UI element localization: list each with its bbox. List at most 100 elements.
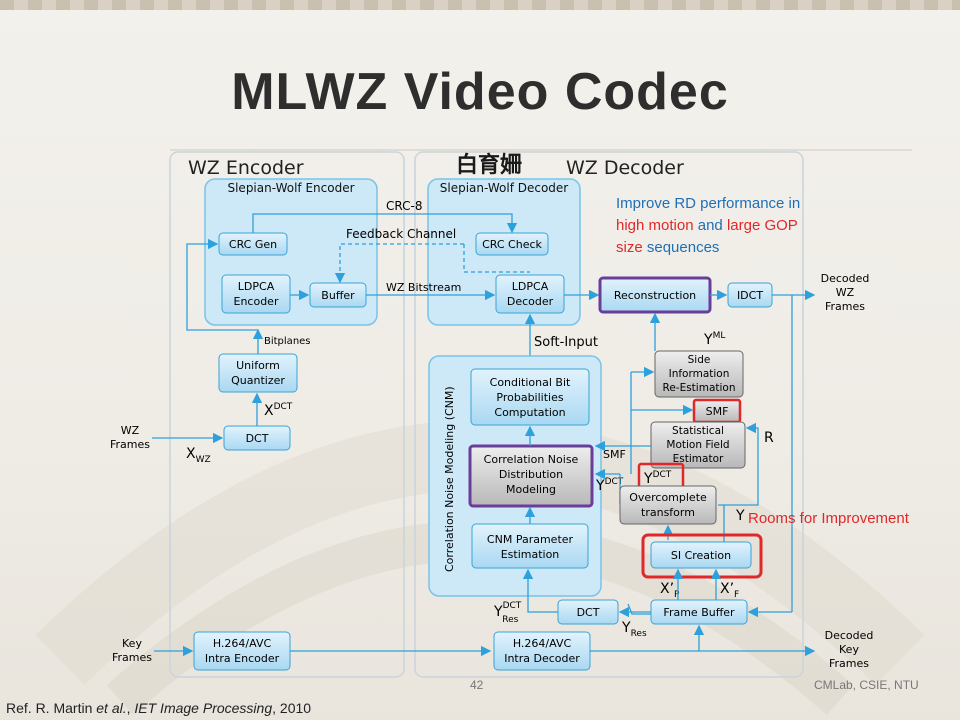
corr-noise-l3: Modeling (506, 483, 556, 496)
decoded-wz-l2: WZ (836, 286, 855, 299)
ldpca-encoder-l2: Encoder (234, 295, 279, 308)
note-size: size (616, 239, 643, 256)
stat-motion-l2: Motion Field (666, 439, 729, 451)
soft-input-label: Soft-Input (534, 335, 598, 350)
crc-gen-label: CRC Gen (229, 238, 277, 251)
stat-motion-box (650, 421, 746, 469)
cnm-title: Correlation Noise Modeling (CNM) (443, 386, 456, 572)
cond-bit-l1: Conditional Bit (490, 376, 571, 389)
yml-label: YML (703, 331, 725, 348)
xp-label: X’P (660, 581, 680, 600)
lab-footer: CMLab, CSIE, NTU (814, 678, 919, 692)
page-number: 42 (470, 678, 484, 692)
xdct-label: XDCT (264, 402, 293, 419)
ydct2-label: YDCT (595, 477, 624, 494)
reconstruction-label: Reconstruction (614, 289, 696, 302)
decoded-wz-l1: Decoded (821, 272, 870, 285)
h264-enc-l1: H.264/AVC (213, 637, 272, 650)
smf-box-label: SMF (706, 405, 729, 418)
cjk-watermark: 白育姍 (456, 153, 523, 178)
side-info-l2: Information (669, 368, 730, 380)
encoder-title: WZ Encoder (188, 157, 304, 179)
cnm-param-l1: CNM Parameter (487, 533, 574, 546)
note-and: and (693, 217, 727, 234)
key-frames-l1: Key (122, 637, 142, 650)
decoded-key-l3: Frames (829, 657, 869, 670)
overcomplete-l1: Overcomplete (629, 491, 707, 504)
ref-prefix: Ref. R. Martin (6, 700, 97, 716)
note-high-motion: high motion (616, 217, 694, 234)
ydct-label: YDCT (643, 470, 672, 487)
ref-middle: , (126, 700, 135, 716)
feedback-label: Feedback Channel (346, 227, 456, 241)
wz-frames-l2: Frames (110, 438, 150, 451)
improvement-note: Improve RD performance in high motion an… (616, 193, 856, 259)
r-label: R (764, 430, 774, 446)
buffer-label: Buffer (321, 289, 355, 302)
decoder-dct-label: DCT (577, 606, 600, 619)
slide-title: MLWZ Video Codec (231, 63, 729, 121)
cond-bit-l3: Computation (494, 406, 565, 419)
quantizer-l2: Quantizer (231, 374, 285, 387)
ref-etal: et al. (96, 700, 127, 716)
side-info-box (654, 350, 744, 398)
crc8-label: CRC-8 (386, 199, 422, 213)
si-creation-highlight (641, 533, 763, 579)
reference-footer: Ref. R. Martin et al., IET Image Process… (6, 700, 311, 716)
cnm-param-l2: Estimation (501, 548, 560, 561)
decoded-key-l1: Decoded (825, 629, 874, 642)
side-info-l1: Side (688, 354, 711, 366)
yres-label: YRes (621, 620, 647, 639)
corr-noise-l1: Correlation Noise (484, 453, 579, 466)
bitplanes-label: Bitplanes (264, 336, 311, 347)
ref-journal: IET Image Processing (134, 700, 273, 716)
h264-dec-l2: Intra Decoder (504, 652, 580, 665)
y-label: Y (735, 508, 745, 524)
wz-frames-l1: WZ (121, 424, 140, 437)
xf-label: X’F (720, 581, 739, 600)
si-creation-label: SI Creation (671, 549, 731, 562)
stat-motion-l1: Statistical (672, 425, 724, 437)
frame-buffer-label: Frame Buffer (663, 606, 735, 619)
encoder-frame (169, 151, 405, 678)
overcomplete-box (619, 485, 717, 525)
si-creation-box (650, 541, 752, 569)
decoder-title: WZ Decoder (566, 157, 684, 179)
decoded-key-l2: Key (839, 643, 859, 656)
note-sequences: sequences (642, 239, 720, 256)
h264-enc-l2: Intra Encoder (205, 652, 280, 665)
top-band (0, 0, 960, 10)
overcomplete-l2: transform (641, 506, 695, 519)
decoded-wz-l3: Frames (825, 300, 865, 313)
decoder-frame (414, 151, 804, 678)
cnm-param-box (471, 523, 589, 569)
crc-check-label: CRC Check (482, 238, 542, 251)
ldpca-decoder-l2: Decoder (507, 295, 554, 308)
sw-decoder-title: Slepian-Wolf Decoder (440, 181, 569, 195)
side-info-l3: Re-Estimation (663, 382, 736, 394)
wz-bitstream-label: WZ Bitstream (386, 281, 461, 294)
note-large-gop: large GOP (726, 217, 798, 234)
cond-bit-l2: Probabilities (496, 391, 563, 404)
note-line1: Improve RD performance in (616, 195, 801, 212)
corr-noise-box (468, 444, 594, 508)
ldpca-encoder-l1: LDPCA (238, 280, 275, 293)
smf-arrow-label: SMF (603, 448, 626, 461)
ldpca-decoder-box (495, 274, 565, 314)
stat-motion-l3: Estimator (673, 453, 724, 465)
key-frames-l2: Frames (112, 651, 152, 664)
cond-bit-box (470, 368, 590, 426)
xwz-label: XWZ (186, 446, 211, 465)
rooms-for-improvement-label: Rooms for Improvement (748, 510, 909, 527)
idct-label: IDCT (737, 289, 763, 302)
corr-noise-l2: Distribution (499, 468, 563, 481)
ldpca-encoder-box (221, 274, 291, 314)
h264-dec-l1: H.264/AVC (513, 637, 572, 650)
ldpca-decoder-l1: LDPCA (512, 280, 549, 293)
sw-encoder-title: Slepian-Wolf Encoder (227, 181, 354, 195)
ref-suffix: , 2010 (272, 700, 312, 716)
quantizer-l1: Uniform (236, 359, 280, 372)
encoder-dct-label: DCT (246, 432, 269, 445)
